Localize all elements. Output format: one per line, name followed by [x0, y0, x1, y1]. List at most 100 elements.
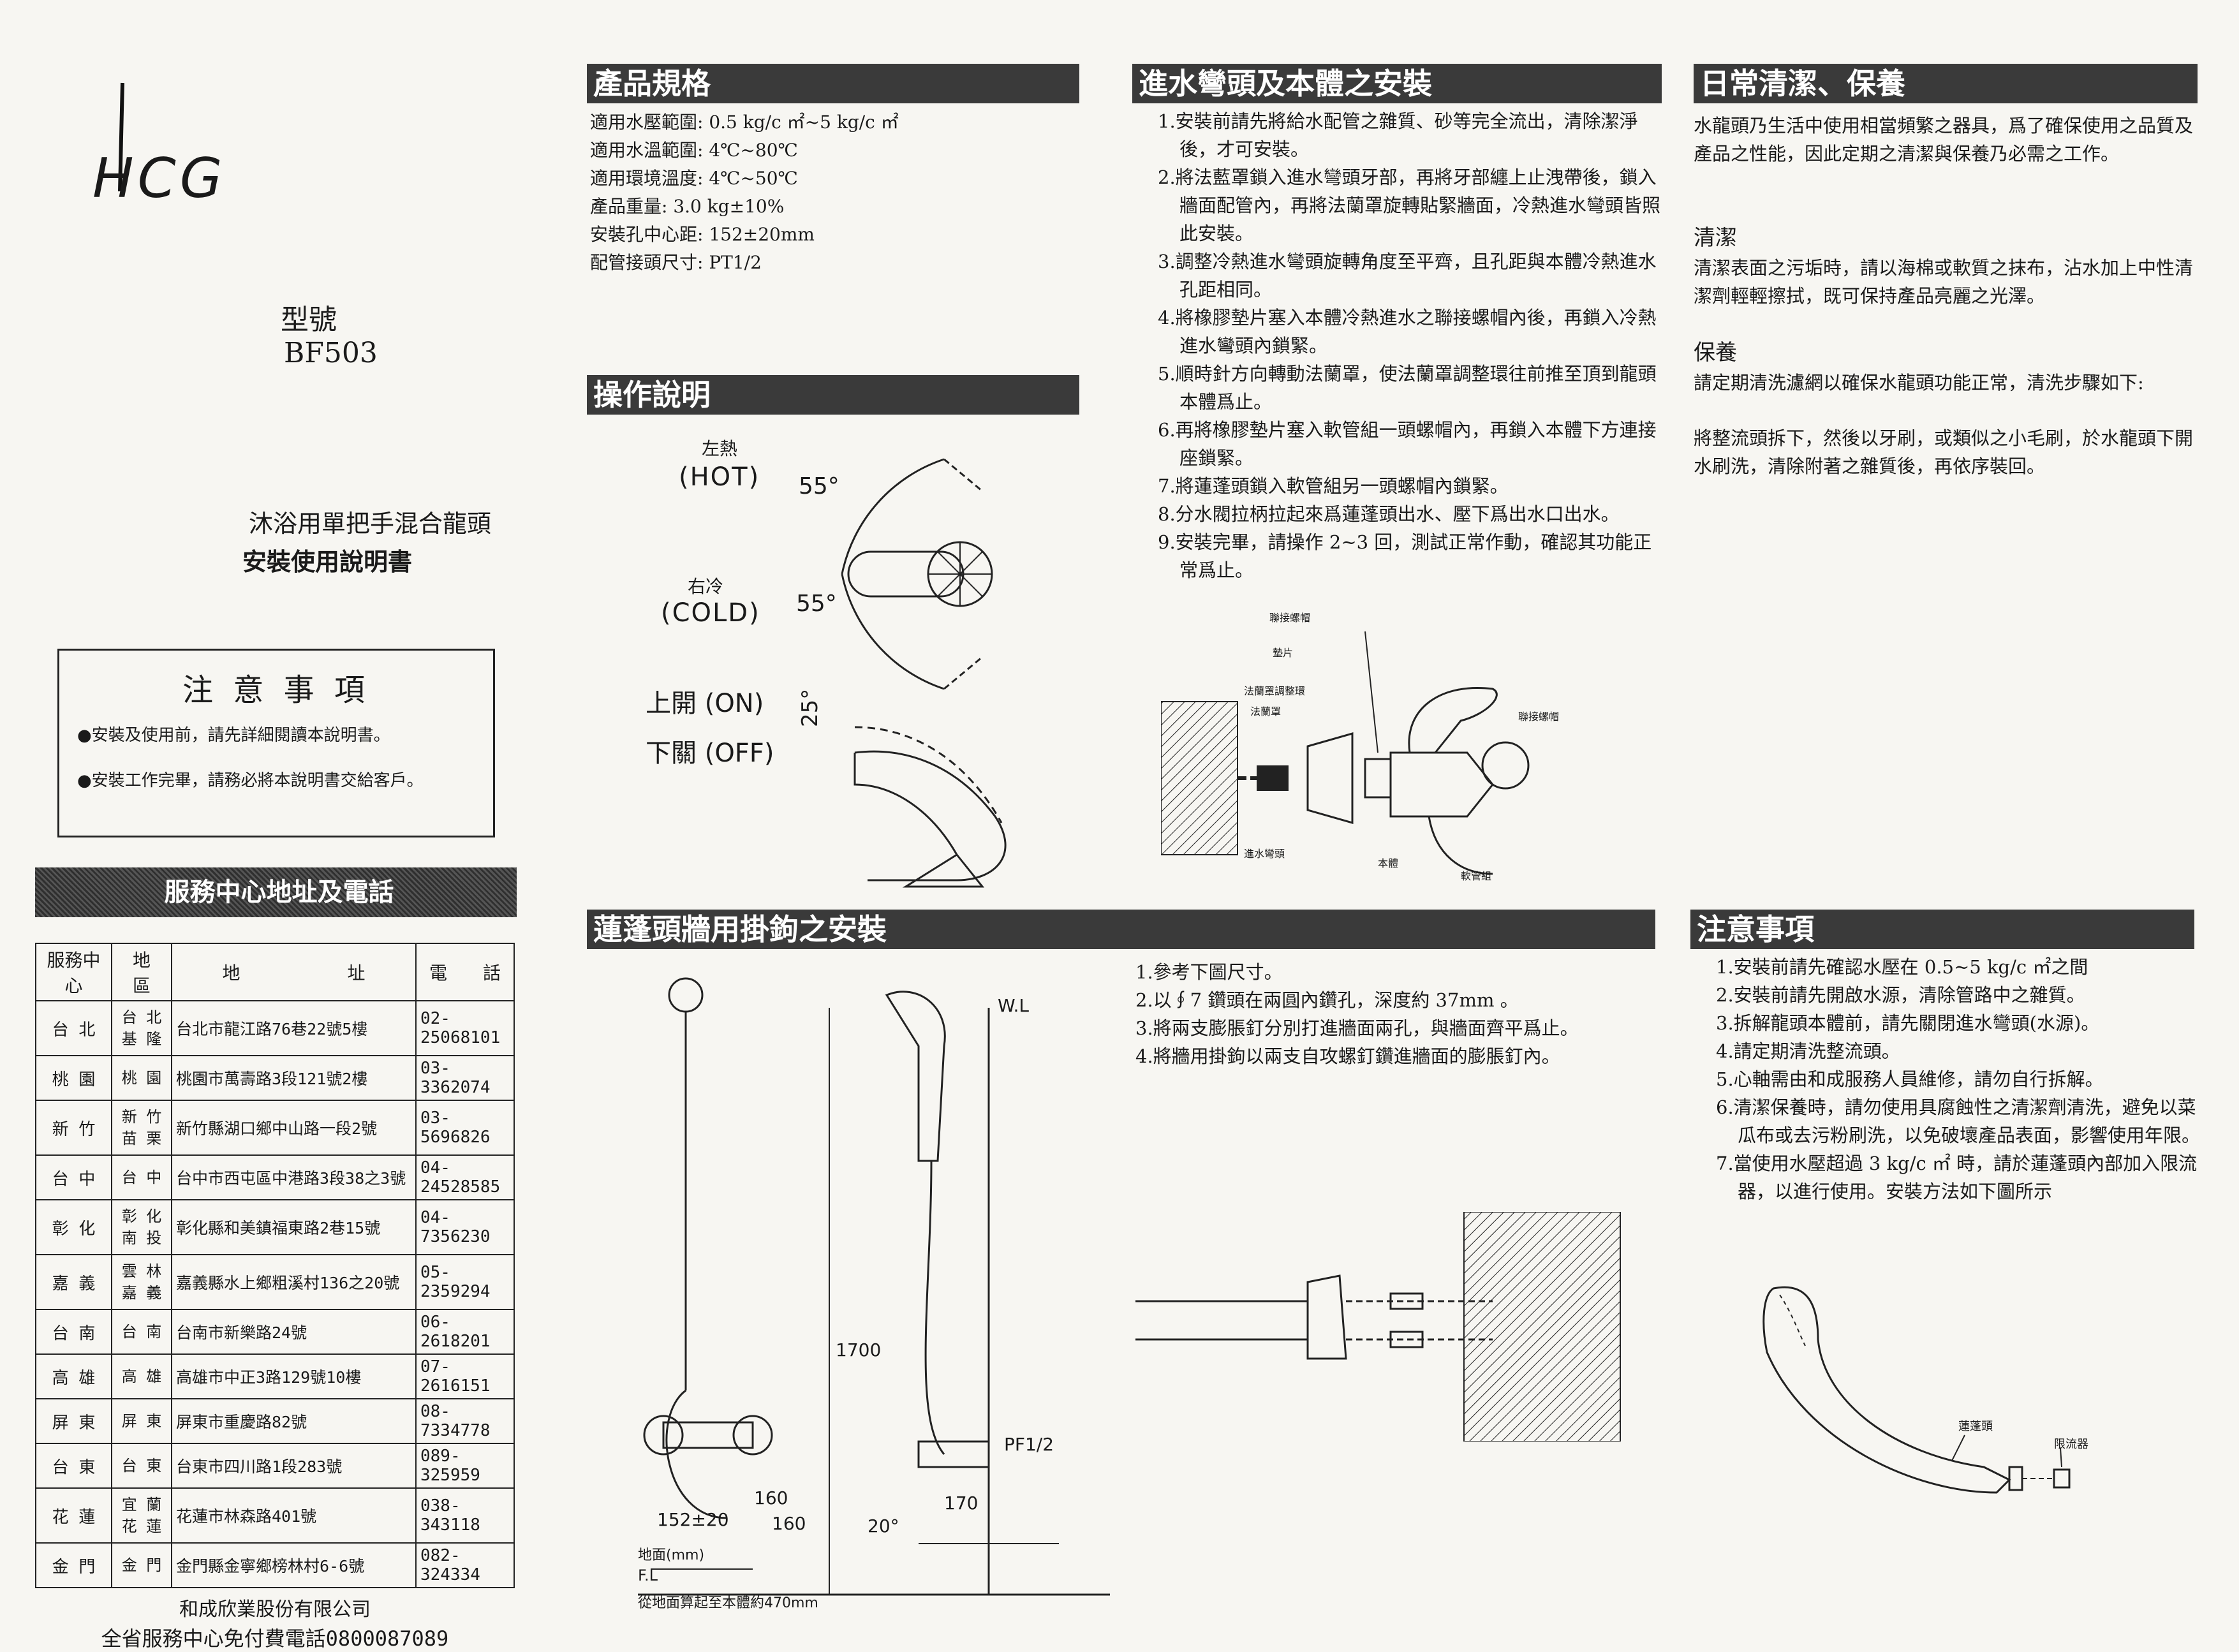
hcg-logo-icon: [118, 82, 124, 192]
hook-diagram: W.L 1700 PF1/2 160 160 152±20 170 20° 地面…: [612, 970, 1123, 1614]
cleaning-clean-text: 清潔表面之污垢時，請以海棉或軟質之抹布，沾水加上中性清潔劑輕輕擦拭，既可保持產品…: [1694, 257, 2194, 307]
dim-bottom: 從地面算起至本體約470mm: [638, 1595, 818, 1611]
service-hotline: 全省服務中心免付費電話0800087089: [101, 1626, 449, 1651]
flow-restrictor-diagram: 蓮蓬頭 限流器: [1754, 1276, 2111, 1531]
service-cell-address: 桃園市萬壽路3段121號2樓: [171, 1055, 417, 1101]
install-step: 4.將橡膠墊片塞入本體冷熱進水之聯接螺帽內後，再鎖入冷熱進水彎頭內鎖緊。: [1158, 307, 1657, 357]
model-label: 型號: [281, 304, 337, 336]
service-cell-phone: 05-2359294: [415, 1254, 515, 1310]
col-center: 服務中心: [35, 943, 112, 1001]
dim-160b: 160: [772, 1513, 806, 1534]
service-cell-center: 屏 東: [35, 1398, 112, 1444]
wall-anchor-icon: [1135, 1211, 1621, 1442]
diag-label: 墊片: [1273, 647, 1294, 659]
service-cell-phone: 02-25068101: [415, 1000, 515, 1056]
service-cell-address: 台東市四川路1段283號: [171, 1443, 417, 1489]
spec-item: 配管接頭尺寸: PT1/2: [590, 252, 762, 273]
cleaning-care-text: 請定期清洗濾網以確保水龍頭功能正常，清洗步驟如下:: [1694, 372, 2144, 394]
dim-pipe: PF1/2: [1004, 1434, 1054, 1455]
service-cell-area: 台 南: [111, 1309, 172, 1355]
service-cell-phone: 04-24528585: [415, 1154, 515, 1200]
service-cell-phone: 082-324334: [415, 1542, 515, 1588]
service-cell-area: 宜 蘭 花 蓮: [111, 1487, 172, 1544]
service-cell-area: 桃 園: [111, 1055, 172, 1101]
dim-wl: W.L: [998, 995, 1029, 1016]
dim-fl: F.L: [638, 1567, 658, 1584]
caution-item: 5.心軸需由和成服務人員維修，請勿自行拆解。: [1716, 1068, 2104, 1090]
dim-160a: 160: [754, 1487, 788, 1508]
dim-height: 1700: [836, 1339, 882, 1361]
shower-head-restrictor-icon: [1762, 1286, 2071, 1494]
service-cell-phone: 07-2616151: [415, 1353, 515, 1399]
service-cell-center: 嘉 義: [35, 1254, 112, 1310]
service-cell-address: 嘉義縣水上鄉粗溪村136之20號: [171, 1254, 417, 1310]
install-step: 1.安裝前請先將給水配管之雜質、砂等完全流出，清除潔淨後，才可安裝。: [1158, 110, 1638, 160]
service-cell-address: 金門縣金寧鄉榜林村6-6號: [171, 1542, 417, 1588]
service-cell-area: 金 門: [111, 1542, 172, 1588]
install-step: 3.調整冷熱進水彎頭旋轉角度至平齊，且孔距與本體冷熱進水孔距相同。: [1158, 251, 1657, 300]
service-cell-center: 金 門: [35, 1542, 112, 1588]
service-cell-address: 彰化縣和美鎮福東路2巷15號: [171, 1199, 417, 1255]
angle-cold: 55°: [796, 591, 837, 617]
diag-label: 法蘭罩: [1250, 705, 1282, 718]
operation-title: 操作說明: [587, 375, 1079, 415]
service-cell-phone: 08-7334778: [415, 1398, 515, 1444]
cold-label: 右冷: [688, 576, 724, 597]
service-table: 服務中心 地 區 地 址 電 話 台 北台 北 基 隆台北市龍江路76巷22號5…: [35, 943, 515, 1588]
cleaning-care-steps: 將整流頭拆下，然後以牙刷，或類似之小毛刷，於水龍頭下開水刷洗，清除附著之雜質後，…: [1694, 427, 2194, 477]
dim-152: 152±20: [657, 1509, 729, 1530]
service-cell-phone: 089-325959: [415, 1443, 515, 1489]
hot-en: (HOT): [679, 462, 760, 492]
hook-step: 3.將兩支膨脹釘分別打進牆面兩孔，與牆面齊平爲止。: [1135, 1017, 1579, 1039]
install-step: 6.再將橡膠墊片塞入軟管組一頭螺帽內，再鎖入本體下方連接座鎖緊。: [1158, 419, 1657, 469]
shower-dimension-icon: [638, 977, 1110, 1596]
caution-title: 注意事項: [1690, 910, 2194, 949]
notice-box: 注 意 事 項 ●安裝及使用前，請先詳細閱讀本說明書。 ●安裝工作完畢，請務必將…: [57, 649, 495, 837]
cleaning-intro: 水龍頭乃生活中使用相當頻繁之器具，爲了確保使用之品質及產品之性能，因此定期之清潔…: [1694, 115, 2194, 165]
service-cell-area: 屏 東: [111, 1398, 172, 1444]
service-cell-center: 台 東: [35, 1443, 112, 1489]
install-step: 2.將法藍罩鎖入進水彎頭牙部，再將牙部纏上止洩帶後，鎖入牆面配管內，再將法蘭罩旋…: [1158, 166, 1661, 244]
cold-en: (COLD): [661, 598, 760, 628]
install-diagram: 聯接螺帽 墊片 法蘭罩調整環 法蘭罩 進水彎頭 本體 軟管組 聯接螺帽: [1160, 606, 1646, 887]
service-cell-area: 台 中: [111, 1154, 172, 1200]
faucet-assembly-icon: [1160, 631, 1530, 875]
service-cell-center: 花 蓮: [35, 1487, 112, 1544]
col-address: 地 址: [171, 943, 417, 1001]
spec-item: 安裝孔中心距: 152±20mm: [590, 224, 815, 245]
service-cell-phone: 04-7356230: [415, 1199, 515, 1255]
service-cell-area: 雲 林 嘉 義: [111, 1254, 172, 1310]
install-title: 進水彎頭及本體之安裝: [1132, 64, 1662, 103]
angle-lift: 25°: [797, 688, 823, 727]
spec-item: 產品重量: 3.0 kg±10%: [590, 196, 785, 217]
col-phone: 電 話: [415, 943, 515, 1001]
service-cell-phone: 038-343118: [415, 1487, 515, 1544]
dim-170: 170: [944, 1493, 979, 1514]
diag-label: 進水彎頭: [1244, 848, 1285, 860]
manual-title: 安裝使用說明書: [242, 547, 413, 576]
service-cell-center: 彰 化: [35, 1199, 112, 1255]
service-cell-center: 台 北: [35, 1000, 112, 1056]
restrictor-label: 限流器: [2054, 1438, 2088, 1451]
diag-label: 本體: [1378, 857, 1399, 869]
hook-step: 4.將牆用掛鉤以兩支自攻螺釘鑽進牆面的膨脹釘內。: [1135, 1045, 1560, 1067]
caution-item: 1.安裝前請先確認水壓在 0.5~5 kg/c ㎡之間: [1716, 956, 2088, 978]
service-cell-area: 台 北 基 隆: [111, 1000, 172, 1056]
service-cell-area: 新 竹 苗 栗: [111, 1100, 172, 1156]
service-cell-address: 屏東市重慶路82號: [171, 1398, 417, 1444]
on-label: 上開 (ON): [646, 689, 764, 718]
service-cell-center: 台 南: [35, 1309, 112, 1355]
service-cell-center: 台 中: [35, 1154, 112, 1200]
service-cell-center: 高 雄: [35, 1353, 112, 1399]
logo-text: HCG: [92, 147, 226, 210]
service-table-wrap: 服務中心 地 區 地 址 電 話 台 北台 北 基 隆台北市龍江路76巷22號5…: [35, 943, 515, 1652]
angle-hot: 55°: [799, 473, 839, 499]
diag-label: 法蘭罩調整環: [1244, 685, 1306, 697]
dim-angle: 20°: [868, 1516, 899, 1537]
